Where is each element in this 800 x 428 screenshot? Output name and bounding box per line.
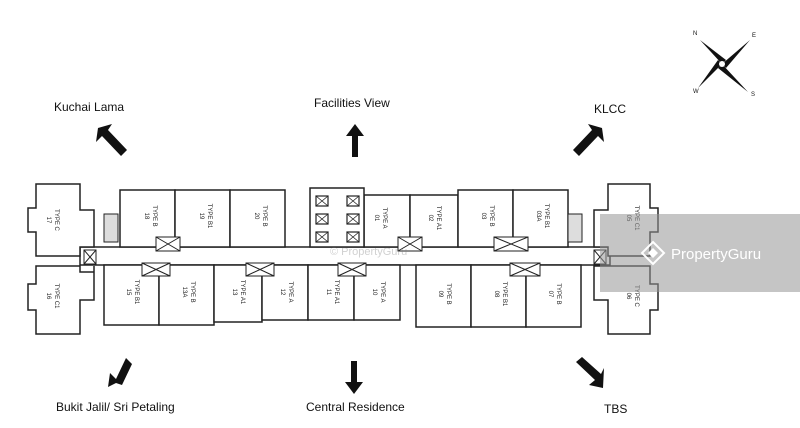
label-tbs: TBS xyxy=(604,402,628,416)
arrow-facilities-view xyxy=(346,124,364,157)
label-central-residence: Central Residence xyxy=(306,400,405,414)
unit-19-outline xyxy=(174,189,231,248)
watermark-text: PropertyGuru xyxy=(671,246,762,263)
unit-16-outline xyxy=(27,265,95,335)
arrow-kuchai-lama xyxy=(96,124,127,156)
arrow-klcc xyxy=(573,124,604,156)
watermark-band xyxy=(600,214,800,292)
unit-09-outline xyxy=(415,264,472,328)
compass-s: S xyxy=(751,92,756,98)
label-kuchai-lama: Kuchai Lama xyxy=(54,100,125,114)
compass-icon xyxy=(698,40,750,92)
direction-arrows xyxy=(96,124,604,394)
propertyguru-logo-icon xyxy=(640,240,666,266)
unit-17-outline xyxy=(27,183,95,257)
unit-20-outline xyxy=(229,189,286,248)
label-facilities-view: Facilities View xyxy=(314,96,390,110)
faded-watermark: © PropertyGuru xyxy=(330,246,408,258)
label-bukit-jalil: Bukit Jalil/ Sri Petaling xyxy=(56,400,175,414)
compass-e: E xyxy=(752,33,757,39)
compass-n: N xyxy=(693,31,698,37)
arrow-central-residence xyxy=(345,361,363,394)
compass-w: W xyxy=(693,89,699,95)
arrow-tbs xyxy=(576,357,604,388)
label-klcc: KLCC xyxy=(594,102,627,116)
arrow-bukit-jalil xyxy=(108,358,132,387)
